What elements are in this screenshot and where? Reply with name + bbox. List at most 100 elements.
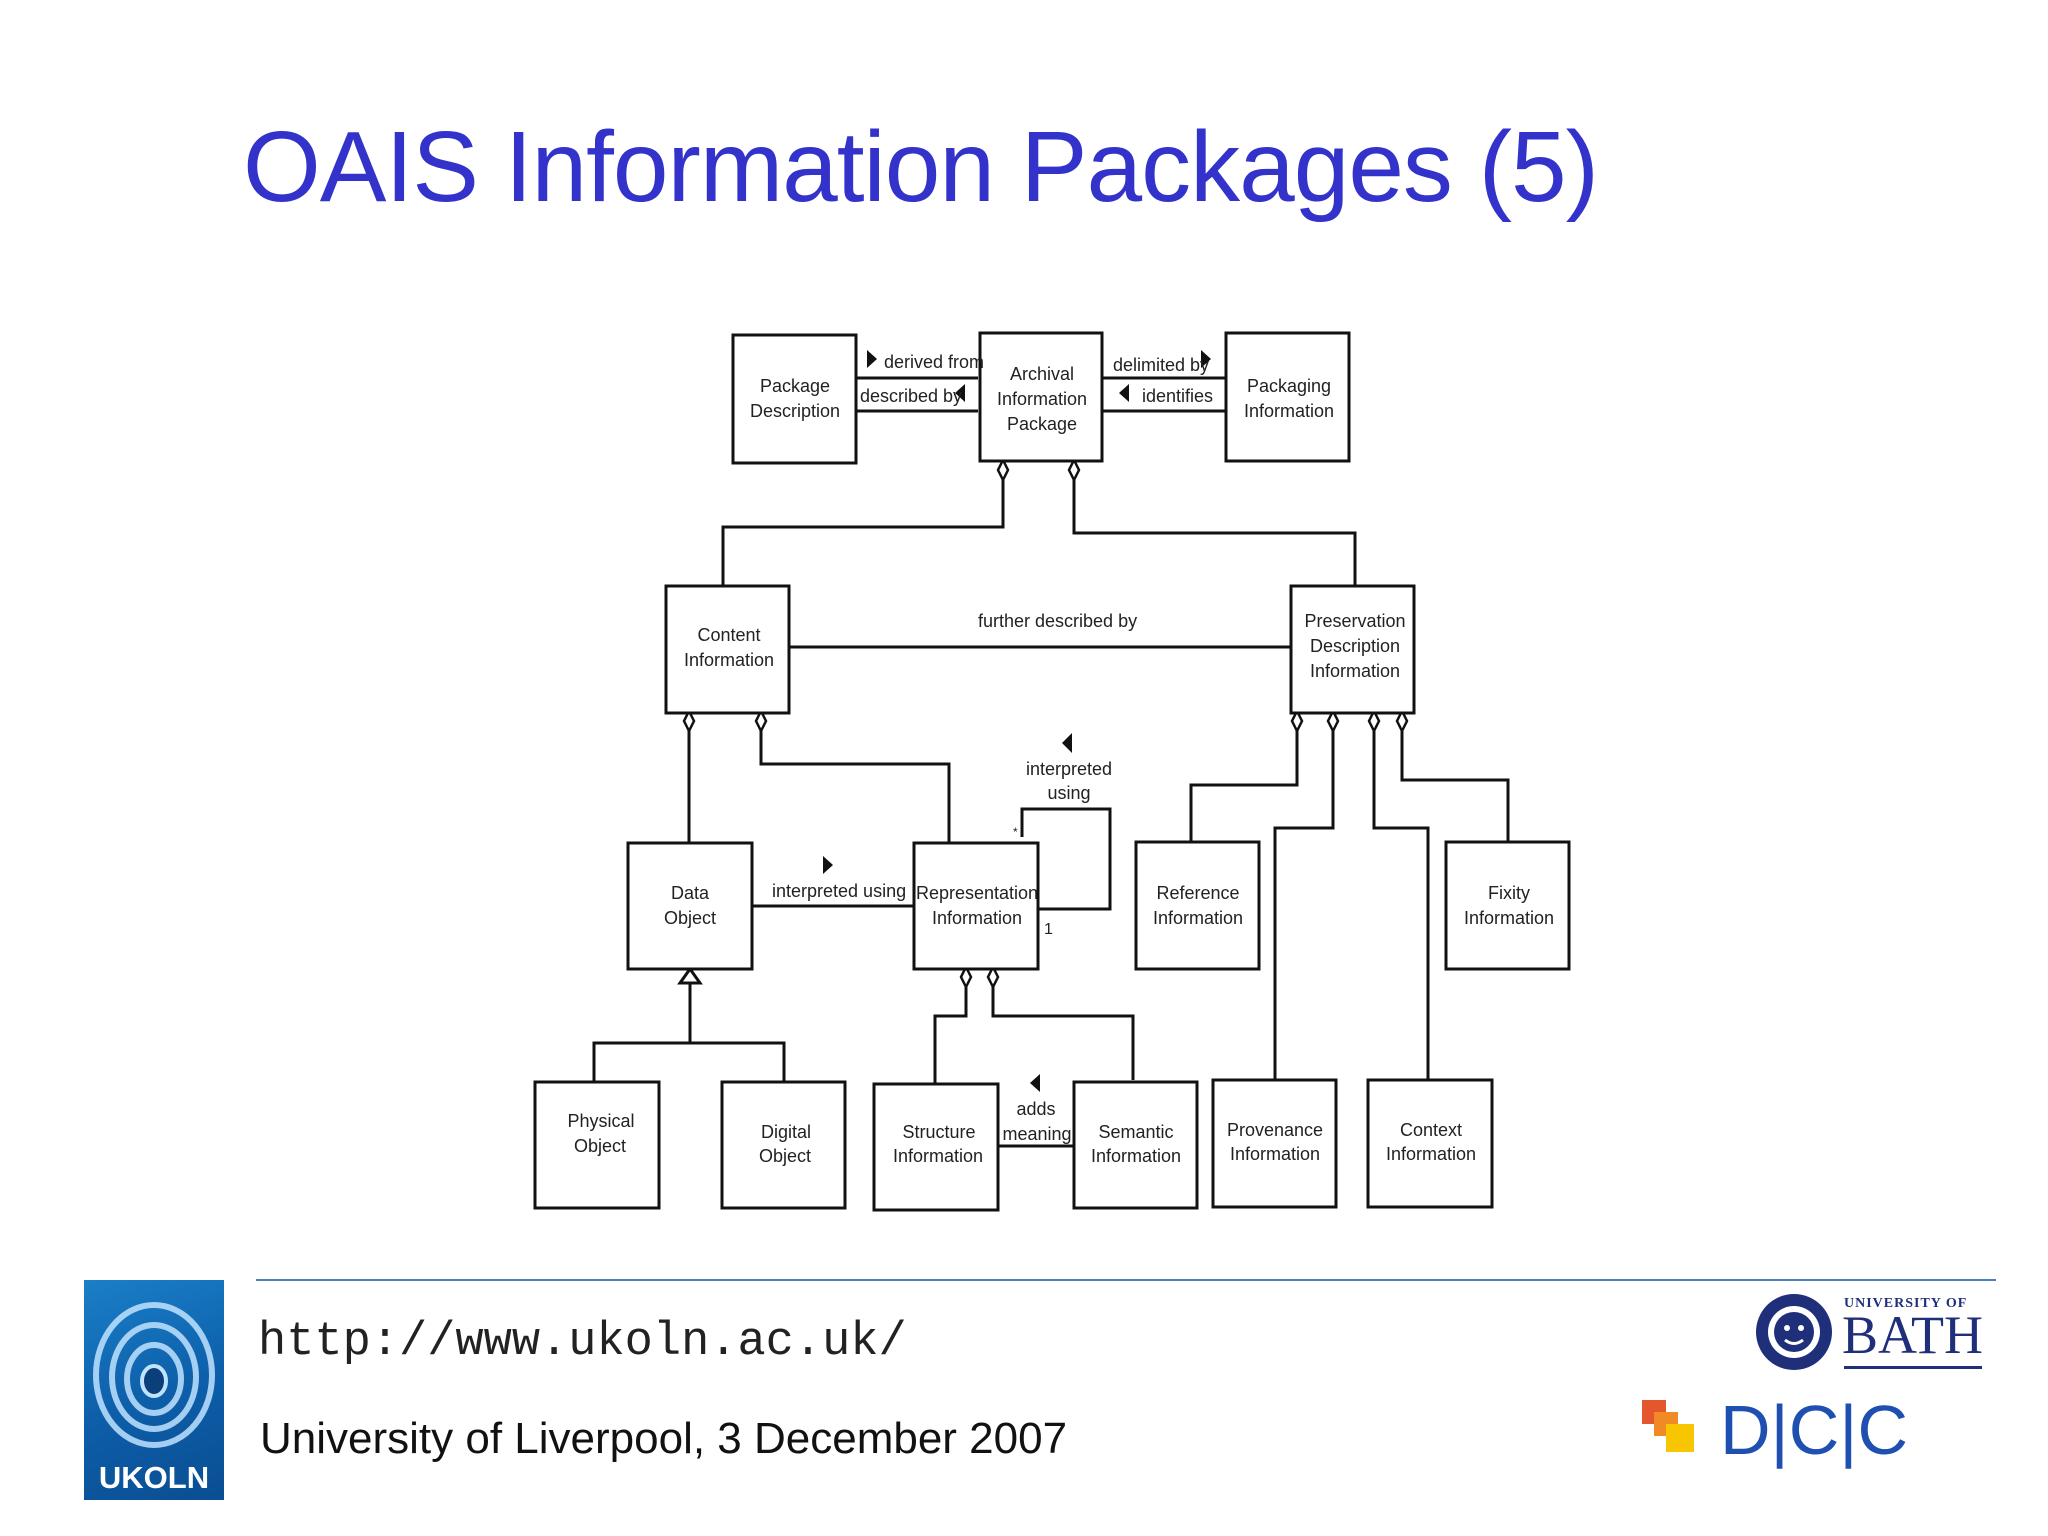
direction-arrow	[867, 350, 877, 368]
box-label-line: Package	[1007, 414, 1077, 434]
box-provenance-information: Provenance Information	[1211, 1078, 1338, 1209]
dcc-squares-icon	[1642, 1400, 1694, 1452]
connector-aip-content	[721, 480, 1005, 586]
box-label-line: Object	[759, 1146, 811, 1166]
box-context-information-frame	[1366, 1078, 1494, 1209]
box-archival-information-package-frame	[978, 331, 1104, 463]
label-interpreted: interpreted	[1026, 759, 1112, 779]
box-label-line: Context	[1400, 1120, 1462, 1140]
ukoln-logo: UKOLN	[84, 1280, 224, 1500]
connector-content-repinfo	[759, 727, 951, 842]
connector-self-interpreted-using	[1020, 807, 1112, 911]
box-representation-information: Representation Information	[912, 841, 1040, 971]
box-data-object-frame	[626, 841, 754, 971]
box-label-line: Fixity	[1488, 883, 1530, 903]
footer-divider	[256, 1279, 1996, 1281]
box-label-line: Information	[1310, 661, 1400, 681]
box-label-line: Information	[997, 389, 1087, 409]
box-label-line: Preservation	[1304, 611, 1405, 631]
box-label-line: Information	[1464, 908, 1554, 928]
ukoln-wordmark: UKOLN	[98, 1460, 210, 1495]
box-context-information: Context Information	[1366, 1078, 1494, 1209]
aggregation-diamond	[754, 708, 768, 734]
bath-small-text: UNIVERSITY OF	[1844, 1296, 1968, 1311]
box-label-line: Data	[671, 883, 710, 903]
aggregation-diamond	[986, 964, 1000, 990]
generalization-triangle	[677, 966, 703, 985]
box-semantic-information-frame	[1072, 1080, 1199, 1210]
footer-url: http://www.ukoln.ac.uk/	[258, 1316, 907, 1369]
box-label-line: Information	[1244, 401, 1334, 421]
box-data-object: Data Object	[626, 841, 754, 971]
aggregation-diamond	[1326, 708, 1340, 734]
university-of-bath-logo: UNIVERSITY OF BATH	[1752, 1290, 1988, 1380]
label-delimited-by: delimited by	[1113, 355, 1209, 375]
slide-title: OAIS Information Packages (5)	[243, 111, 1599, 223]
box-package-description: Package Description	[731, 333, 858, 465]
box-preservation-description-information: Preservation Description Information	[1289, 584, 1416, 715]
box-label-line: Object	[574, 1136, 626, 1156]
box-label-line: Description	[750, 401, 840, 421]
label-derived-from: derived from	[884, 352, 984, 372]
box-label-line: Description	[1310, 636, 1400, 656]
connectors	[592, 376, 1510, 1148]
aggregation-diamond	[996, 457, 1010, 483]
label-described-by: described by	[860, 386, 962, 406]
label-meaning: meaning	[1002, 1124, 1071, 1144]
aggregation-diamond	[1367, 708, 1381, 734]
box-preservation-description-information-frame	[1289, 584, 1416, 715]
label-using: using	[1047, 783, 1090, 803]
box-label-line: Information	[1386, 1144, 1476, 1164]
association-labels: derived from described by delimited by i…	[772, 352, 1213, 1144]
box-label-line: Digital	[761, 1122, 811, 1142]
direction-arrow	[1030, 1074, 1040, 1092]
label-multiplicity-many: *	[1013, 825, 1018, 839]
direction-arrow	[823, 856, 833, 874]
box-label-line: Content	[697, 625, 760, 645]
aggregation-diamond	[682, 708, 696, 734]
box-label-line: Archival	[1010, 364, 1074, 384]
bath-wordmark: BATH	[1842, 1305, 1984, 1365]
box-label-line: Packaging	[1247, 376, 1331, 396]
box-physical-object-frame	[533, 1080, 661, 1210]
box-structure-information-frame	[872, 1082, 1000, 1212]
aggregation-diamond	[1067, 457, 1081, 483]
box-reference-information-frame	[1134, 840, 1261, 971]
footer-event: University of Liverpool, 3 December 2007	[260, 1414, 1068, 1463]
box-reference-information: Reference Information	[1134, 840, 1261, 971]
bath-underline	[1844, 1366, 1982, 1369]
box-representation-information-frame	[912, 841, 1040, 971]
box-label-line: Information	[1153, 908, 1243, 928]
connector-pdi-provenance	[1273, 727, 1335, 1080]
direction-arrows	[823, 350, 1211, 1092]
box-label-line: Structure	[902, 1122, 975, 1142]
bath-crest-icon	[1756, 1294, 1832, 1370]
box-label-line: Information	[893, 1146, 983, 1166]
label-interpreted-using: interpreted using	[772, 881, 906, 901]
connector-pdi-fixity	[1400, 727, 1510, 842]
direction-arrow	[1062, 733, 1072, 753]
aggregation-diamond	[1395, 708, 1409, 734]
ukoln-swirl-icon	[93, 1302, 215, 1448]
label-further-described-by: further described by	[978, 611, 1137, 631]
label-identifies: identifies	[1142, 386, 1213, 406]
box-digital-object: Digital Object	[720, 1080, 847, 1210]
box-semantic-information: Semantic Information	[1072, 1080, 1199, 1210]
box-label-line: Information	[1091, 1146, 1181, 1166]
box-physical-object: Physical Object	[533, 1080, 661, 1210]
box-label-line: Information	[684, 650, 774, 670]
box-package-description-frame	[731, 333, 858, 465]
box-provenance-information-frame	[1211, 1078, 1338, 1209]
aggregation-diamond	[959, 964, 973, 990]
box-label-line: Representation	[916, 883, 1038, 903]
label-multiplicity-one: 1	[1044, 921, 1053, 938]
connector-aip-pdi	[1072, 480, 1357, 586]
connector-pdi-context	[1372, 727, 1430, 1080]
connector-repinfo-semantic	[991, 987, 1135, 1080]
box-archival-information-package: Archival Information Package	[978, 331, 1104, 463]
box-label-line: Information	[932, 908, 1022, 928]
connector-gen-digital	[690, 1041, 786, 1082]
box-packaging-information: Packaging Information	[1224, 331, 1351, 463]
box-content-information: Content Information	[664, 584, 791, 715]
direction-arrow	[1201, 350, 1211, 368]
